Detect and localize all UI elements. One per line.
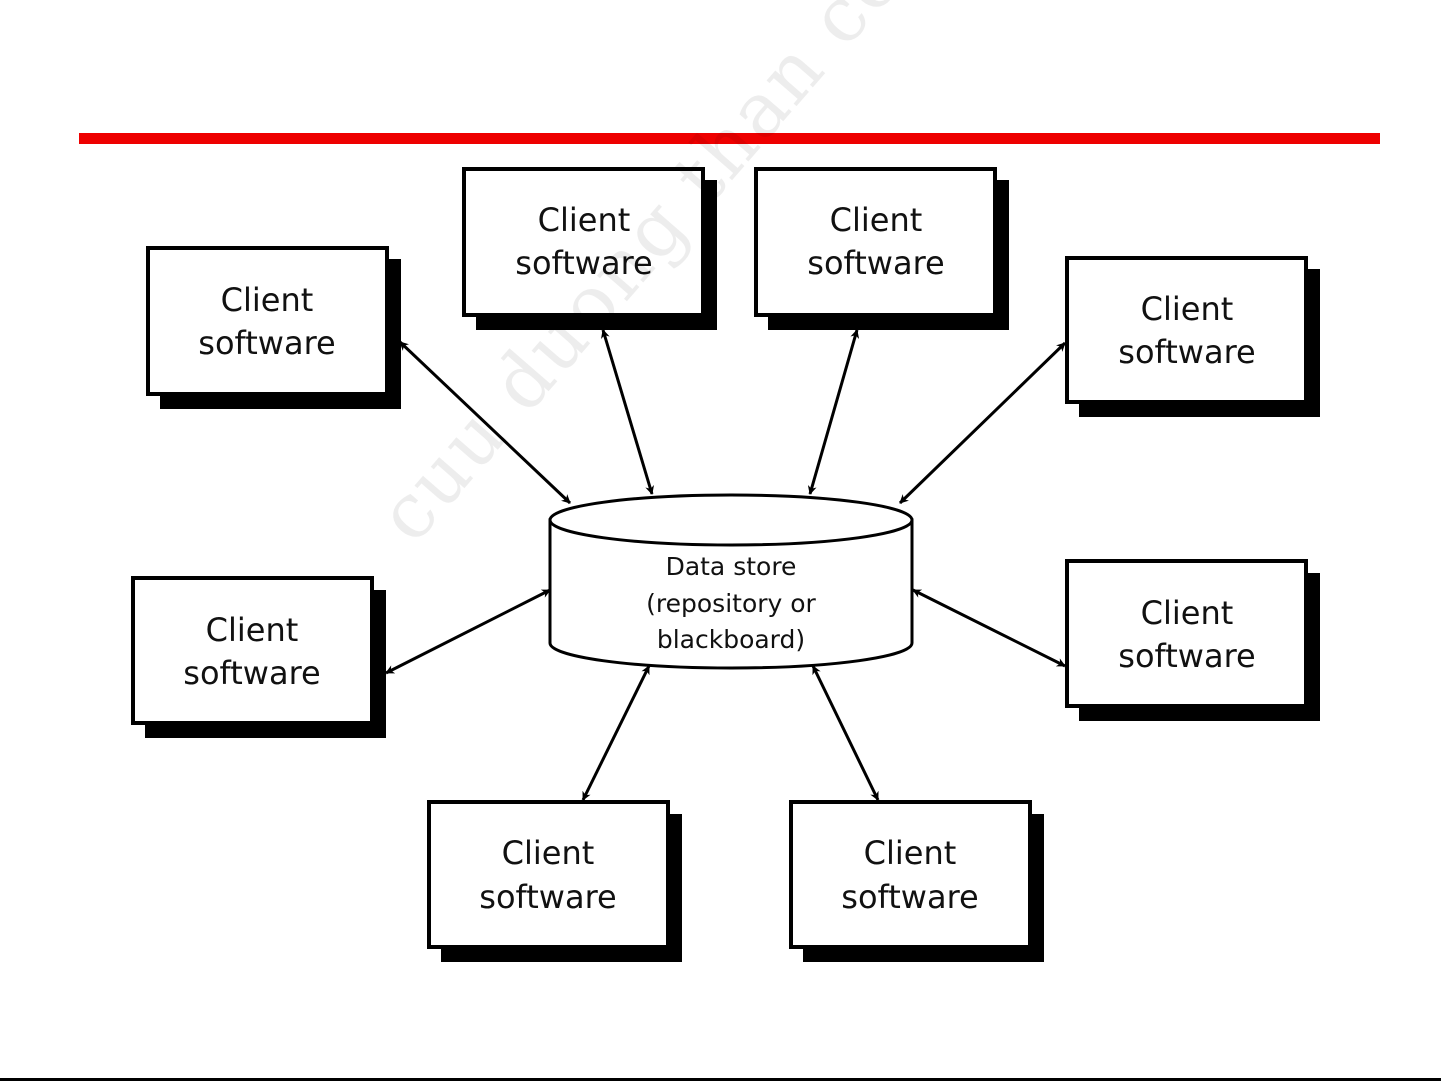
client-label-line2: software: [198, 324, 335, 362]
client-label-line2: software: [1118, 333, 1255, 371]
data-store-label-line3: blackboard): [657, 625, 805, 654]
client-box-top-right: Client software: [1067, 258, 1320, 417]
client-label-line1: Client: [206, 611, 299, 649]
client-box-top-left: Client software: [148, 248, 401, 409]
connector-top-right: [900, 343, 1065, 503]
connector-middle-right: [913, 590, 1065, 666]
connector-bottom-right: [813, 666, 878, 800]
client-box-middle-right: Client software: [1067, 561, 1320, 721]
client-box-top-center-right: Client software: [756, 169, 1009, 330]
client-label-line1: Client: [221, 281, 314, 319]
client-label-line1: Client: [502, 834, 595, 872]
client-label-line2: software: [479, 878, 616, 916]
client-label-line1: Client: [1141, 290, 1234, 328]
client-label-line1: Client: [864, 834, 957, 872]
client-label-line2: software: [841, 878, 978, 916]
client-label-line2: software: [183, 654, 320, 692]
connector-bottom-left: [583, 666, 649, 800]
connector-middle-left: [386, 590, 550, 673]
data-store-label-line2: (repository or: [646, 589, 816, 618]
client-label-line2: software: [807, 244, 944, 282]
connector-top-center-left: [603, 330, 652, 494]
client-label-line1: Client: [1141, 594, 1234, 632]
data-store-label-line1: Data store: [666, 552, 797, 581]
data-store-cylinder: Data store (repository or blackboard): [550, 495, 912, 668]
client-label-line1: Client: [830, 201, 923, 239]
client-label-line2: software: [1118, 637, 1255, 675]
client-box-bottom-left: Client software: [429, 802, 682, 962]
client-box-bottom-right: Client software: [791, 802, 1044, 962]
connector-top-center-right: [810, 330, 857, 494]
client-box-middle-left: Client software: [133, 578, 386, 738]
